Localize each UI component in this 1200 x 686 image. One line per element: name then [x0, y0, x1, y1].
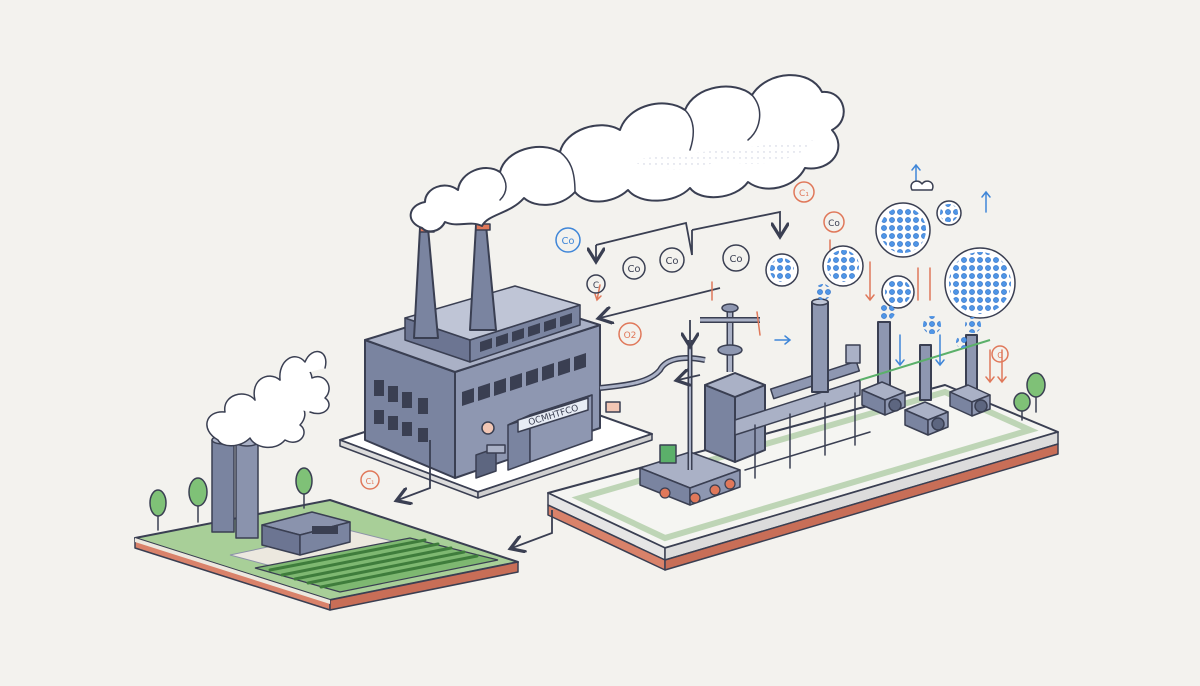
- small-plant-smoke: [207, 352, 329, 448]
- co-label: Co: [665, 256, 678, 267]
- co-label: Co: [729, 254, 742, 265]
- c-label: C: [593, 281, 599, 291]
- co2-bubble-icon: [956, 336, 968, 348]
- arrow-icon: [512, 510, 552, 548]
- co-label: Co: [828, 219, 840, 229]
- c-label: C₁: [799, 189, 809, 199]
- marker-sign: [606, 402, 620, 412]
- o2-label: O2: [624, 331, 637, 341]
- co2-bubble-icon: [879, 304, 895, 320]
- co-label: Co: [561, 236, 574, 247]
- co2-bubble-icon: [923, 316, 941, 334]
- arrow-icon: [600, 288, 720, 318]
- co2-bubble-icon: [815, 284, 831, 300]
- co-label: Co: [627, 264, 640, 275]
- smoke-cloud: [411, 75, 844, 231]
- c-label: C₁: [366, 477, 375, 486]
- small-cloud-icon: [911, 181, 933, 190]
- c-label: C: [997, 351, 1003, 360]
- arrow-icon: [692, 212, 780, 235]
- co2-bubble-icon: [965, 317, 981, 333]
- trees-right: [1014, 373, 1045, 420]
